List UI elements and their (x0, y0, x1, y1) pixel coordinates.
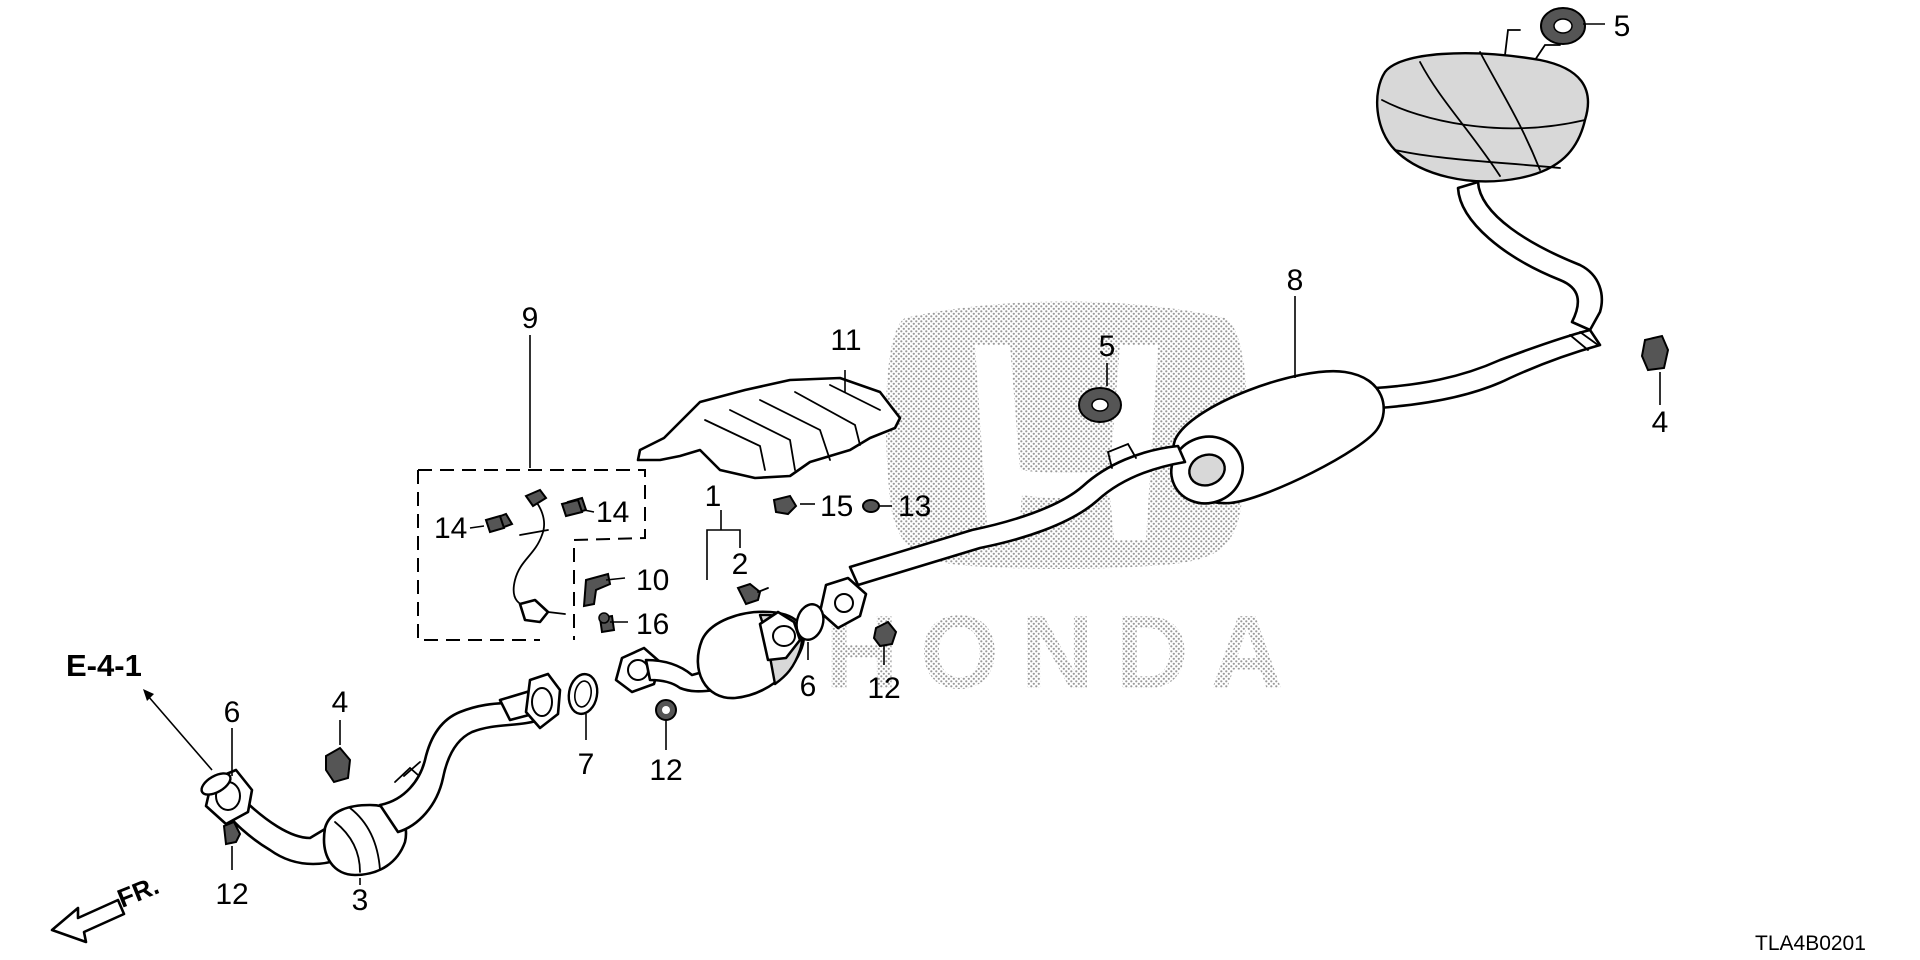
part-13-nut (862, 499, 880, 513)
reference-link-e-4-1[interactable]: E-4-1 (66, 648, 142, 683)
part-3-front-pipe (204, 672, 562, 877)
part-11-heat-shield (636, 376, 902, 480)
part-15-flange-nut (772, 494, 798, 516)
callout-5-upper[interactable]: 5 (1614, 10, 1631, 43)
part-10-sensor-bracket (582, 572, 612, 608)
callout-12-mid[interactable]: 12 (649, 754, 682, 787)
honda-watermark: HONDA (825, 301, 1305, 711)
callout-16[interactable]: 16 (636, 608, 669, 641)
part-12-nut-left (222, 820, 242, 846)
callout-8[interactable]: 8 (1287, 264, 1304, 297)
part-1-converter-assembly (614, 610, 806, 700)
callout-14-right[interactable]: 14 (596, 496, 629, 529)
callout-1[interactable]: 1 (705, 480, 722, 513)
callout-14-left[interactable]: 14 (434, 512, 467, 545)
part-12-nut-right (872, 620, 898, 648)
part-4-mount-rubber-right (1640, 334, 1670, 372)
part-2-stud-bolt (736, 582, 769, 606)
part-6-gasket-right (795, 603, 825, 641)
part-5-rubber-mount-middle (1078, 387, 1122, 423)
callout-9[interactable]: 9 (522, 302, 539, 335)
diagram-code: TLA4B0201 (1755, 932, 1866, 955)
part-6-gasket-left (200, 772, 232, 796)
part-8-muffler-assembly (818, 29, 1604, 630)
callout-6-left[interactable]: 6 (224, 696, 241, 729)
callout-10[interactable]: 10 (636, 564, 669, 597)
callout-5-middle[interactable]: 5 (1099, 330, 1116, 363)
part-14-clip-left (484, 514, 506, 534)
callout-6-right[interactable]: 6 (800, 670, 817, 703)
part-7-gasket (567, 672, 599, 716)
part-5-rubber-mount-upper (1540, 7, 1586, 45)
callout-labels: 1 2 3 4 4 5 5 6 6 7 8 9 10 11 12 12 12 1… (215, 10, 1668, 917)
honda-h-emblem (885, 301, 1248, 569)
part-16-bolt (598, 612, 616, 634)
callout-15[interactable]: 15 (820, 490, 853, 523)
part-12-nut-mid (655, 699, 677, 721)
callout-2[interactable]: 2 (732, 548, 749, 581)
callout-7[interactable]: 7 (578, 748, 595, 781)
callout-11[interactable]: 11 (830, 324, 861, 357)
callout-3[interactable]: 3 (352, 884, 369, 917)
leader-lines (143, 23, 1661, 885)
part-14-clip-right (560, 498, 584, 518)
front-direction-arrow: FR. (50, 870, 163, 944)
callout-4-left[interactable]: 4 (332, 686, 349, 719)
part-4-mount-rubber-left (325, 746, 352, 784)
honda-watermark-text: HONDA (825, 595, 1305, 711)
callout-12-left[interactable]: 12 (215, 878, 248, 911)
callout-4-right[interactable]: 4 (1652, 406, 1669, 439)
callout-13[interactable]: 13 (898, 490, 931, 523)
callout-12-right[interactable]: 12 (867, 672, 900, 705)
